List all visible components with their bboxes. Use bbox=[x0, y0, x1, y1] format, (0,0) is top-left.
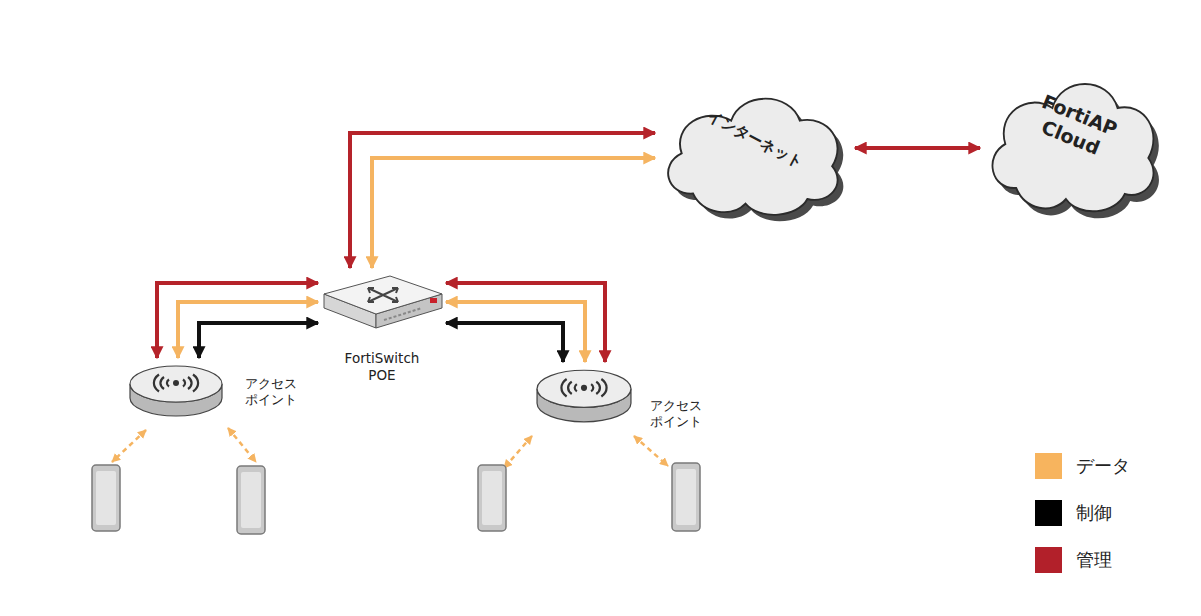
phone-body bbox=[672, 463, 700, 531]
phone-screen bbox=[241, 472, 261, 528]
phone-body bbox=[92, 465, 120, 531]
node-outline bbox=[535, 362, 633, 428]
phone-screen bbox=[676, 469, 696, 525]
device-label: FortiSwitch POE bbox=[336, 350, 428, 384]
legend-label: データ bbox=[1076, 454, 1130, 478]
switch-top bbox=[324, 276, 442, 314]
wifi-symbol bbox=[154, 375, 198, 392]
wifi-arc bbox=[183, 380, 185, 387]
wifi-dot bbox=[581, 385, 587, 391]
wireless-link bbox=[504, 436, 532, 468]
flow-connector bbox=[157, 283, 318, 358]
wifi-arc bbox=[188, 377, 192, 389]
phone-icon bbox=[92, 465, 120, 531]
cloud-shape bbox=[668, 99, 838, 215]
wireless-link bbox=[112, 430, 146, 462]
phone-screen bbox=[96, 471, 116, 525]
wifi-arc bbox=[575, 384, 577, 391]
node-outline bbox=[655, 75, 855, 230]
ap-top bbox=[537, 370, 631, 407]
wifi-arc bbox=[568, 382, 572, 394]
cloud-node: FortiAP Cloud bbox=[980, 58, 1170, 228]
wireless-link bbox=[634, 436, 668, 466]
flow-connector bbox=[372, 158, 655, 268]
cloud-node: インターネット bbox=[655, 75, 855, 230]
phone-icon bbox=[237, 466, 265, 534]
legend-swatch bbox=[1035, 453, 1062, 479]
legend-swatch bbox=[1035, 500, 1062, 526]
wifi-symbol bbox=[561, 379, 606, 397]
flow-connector bbox=[178, 302, 318, 358]
wifi-dot bbox=[173, 380, 179, 386]
flow-connector bbox=[446, 302, 585, 362]
switch-ports bbox=[384, 308, 422, 320]
wifi-arc bbox=[596, 382, 600, 394]
wifi-arc bbox=[193, 375, 198, 392]
flow-connector bbox=[446, 283, 605, 362]
device-label: アクセス ポイント bbox=[245, 376, 309, 409]
legend-swatch bbox=[1035, 547, 1062, 573]
switch-symbol bbox=[368, 288, 398, 302]
wifi-arc bbox=[561, 379, 566, 397]
switch-node: FortiSwitch POE bbox=[318, 268, 446, 336]
wifi-arc bbox=[591, 384, 593, 391]
flow-connector bbox=[199, 323, 318, 358]
ap-top bbox=[130, 366, 222, 402]
wifi-arc bbox=[154, 375, 159, 392]
access-point-node: アクセス ポイント bbox=[128, 358, 224, 422]
wifi-arc bbox=[167, 380, 169, 387]
switch-arrowheads bbox=[368, 288, 398, 302]
wireless-link bbox=[228, 428, 256, 462]
phone-screen bbox=[482, 471, 502, 525]
phone-body bbox=[237, 466, 265, 534]
device-label: アクセス ポイント bbox=[650, 398, 714, 431]
cloud-shape bbox=[992, 84, 1153, 211]
vendor-logo bbox=[430, 298, 437, 303]
phone-icon bbox=[478, 465, 506, 531]
phone-body bbox=[478, 465, 506, 531]
flow-connector bbox=[446, 323, 563, 362]
legend-row: データ bbox=[1035, 453, 1130, 479]
node-outline bbox=[128, 358, 224, 422]
phone-icon bbox=[672, 463, 700, 531]
wifi-arc bbox=[601, 379, 606, 397]
node-outline bbox=[318, 268, 446, 336]
legend-row: 制御 bbox=[1035, 500, 1112, 526]
access-point-node: アクセス ポイント bbox=[535, 362, 633, 428]
wifi-arc bbox=[160, 377, 164, 389]
flow-connector bbox=[855, 146, 980, 150]
switch-arrows bbox=[368, 288, 398, 302]
legend-label: 制御 bbox=[1076, 501, 1112, 525]
legend-label: 管理 bbox=[1076, 548, 1112, 572]
legend-row: 管理 bbox=[1035, 547, 1112, 573]
flow-connector bbox=[350, 133, 655, 268]
